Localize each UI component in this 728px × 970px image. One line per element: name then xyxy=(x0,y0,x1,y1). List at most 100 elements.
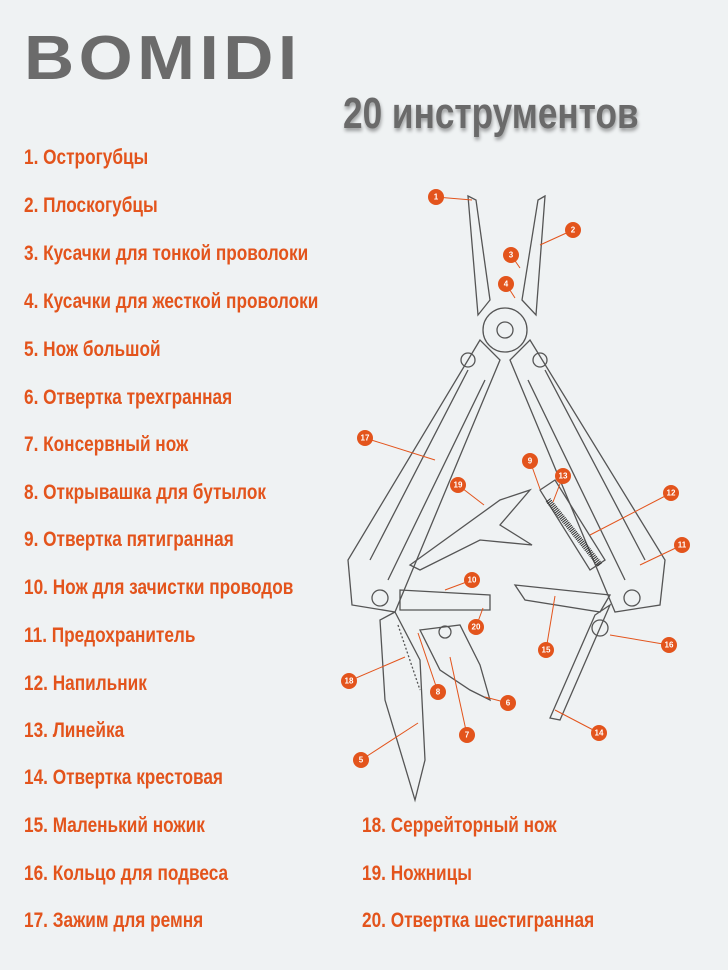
callout-badge xyxy=(353,752,369,768)
callout-18: 18 xyxy=(341,656,406,689)
callout-badge xyxy=(555,468,571,484)
tool-list-item: 15. Маленький ножик xyxy=(24,814,205,837)
page-title: 20 инструментов xyxy=(343,89,639,138)
callout-badge xyxy=(591,725,607,741)
callout-number: 12 xyxy=(667,489,676,498)
opener-tools xyxy=(419,624,492,702)
tool-list-item: 10. Нож для зачистки проводов xyxy=(24,576,294,599)
brand-logo: BOMIDI xyxy=(24,24,302,93)
leader-line xyxy=(364,437,436,461)
callout-7: 7 xyxy=(449,656,475,743)
callout-number: 3 xyxy=(509,251,514,260)
leader-line xyxy=(554,709,600,734)
scissors xyxy=(408,488,533,571)
callout-19: 19 xyxy=(450,477,485,506)
leader-line xyxy=(545,595,556,651)
tool-list-item: 19. Ножницы xyxy=(362,862,472,885)
tool-list-item: 12. Напильник xyxy=(24,672,147,695)
tool-list-item: 16. Кольцо для подвеса xyxy=(24,862,229,885)
big-knife xyxy=(379,611,426,803)
callout-number: 9 xyxy=(528,457,533,466)
callout-badge xyxy=(565,222,581,238)
callout-14: 14 xyxy=(554,709,607,741)
callout-11: 11 xyxy=(639,537,690,566)
callout-badge xyxy=(357,430,373,446)
callout-15: 15 xyxy=(538,595,556,658)
tool-list-item: 18. Серрейторный нож xyxy=(362,814,557,837)
callout-17: 17 xyxy=(357,430,436,461)
small-knife xyxy=(513,584,612,613)
tool-list-item: 13. Линейка xyxy=(24,719,125,742)
callout-number: 6 xyxy=(506,699,511,708)
tool-list-item: 2. Плоскогубцы xyxy=(24,194,158,217)
callout-badge xyxy=(341,673,357,689)
leader-line xyxy=(609,634,670,646)
phillips-driver xyxy=(549,603,612,721)
callout-number: 7 xyxy=(465,731,470,740)
callout-20: 20 xyxy=(468,607,484,635)
callout-number: 4 xyxy=(504,280,509,289)
callout-badge xyxy=(464,572,480,588)
callout-number: 1 xyxy=(434,193,439,202)
callout-number: 2 xyxy=(571,226,576,235)
callout-badge xyxy=(450,477,466,493)
callout-badge xyxy=(674,537,690,553)
leader-line xyxy=(360,722,419,761)
callout-number: 18 xyxy=(345,677,354,686)
tool-list-item: 8. Открывашка для бутылок xyxy=(24,481,266,504)
callout-9: 9 xyxy=(522,453,541,490)
tool-list-item: 3. Кусачки для тонкой проволоки xyxy=(24,242,309,265)
callout-number: 13 xyxy=(559,472,568,481)
callout-badge xyxy=(498,276,514,292)
callout-number: 10 xyxy=(468,576,477,585)
tool-list-item: 9. Отвертка пятигранная xyxy=(24,528,234,551)
leader-line xyxy=(348,656,406,682)
callout-badge xyxy=(500,695,516,711)
callout-badge xyxy=(428,189,444,205)
tool-list-item: 14. Отвертка крестовая xyxy=(24,766,223,789)
needle-nose-jaw-right xyxy=(521,194,546,317)
tool-list-item: 11. Предохранитель xyxy=(24,624,196,647)
callout-badge xyxy=(661,637,677,653)
callout-13: 13 xyxy=(552,468,571,503)
callout-10: 10 xyxy=(444,572,480,591)
stripper xyxy=(399,589,491,611)
tool-list-item: 4. Кусачки для жесткой проволоки xyxy=(24,290,319,313)
callout-number: 8 xyxy=(436,688,441,697)
tool-list-item: 5. Нож большой xyxy=(24,338,161,361)
callout-badge xyxy=(459,727,475,743)
handle-left xyxy=(347,338,501,613)
leader-line xyxy=(589,492,672,536)
callout-badge xyxy=(663,485,679,501)
callout-number: 5 xyxy=(359,756,364,765)
leader-line xyxy=(417,632,439,693)
multitool-drawing xyxy=(347,194,666,803)
file xyxy=(539,479,606,571)
callout-6: 6 xyxy=(484,695,516,711)
callout-number: 16 xyxy=(665,641,674,650)
callout-4: 4 xyxy=(498,276,516,299)
ring xyxy=(591,619,609,637)
tool-list-item: 17. Зажим для ремня xyxy=(24,909,204,932)
callout-number: 11 xyxy=(678,541,687,550)
tool-list-item: 6. Отвертка трехгранная xyxy=(24,386,233,409)
callout-badge xyxy=(468,619,484,635)
callout-number: 20 xyxy=(472,623,481,632)
tool-list-item: 20. Отвертка шестигранная xyxy=(362,909,595,932)
callout-3: 3 xyxy=(503,247,521,269)
callout-badge xyxy=(522,453,538,469)
callout-number: 15 xyxy=(542,646,551,655)
callout-16: 16 xyxy=(609,634,677,653)
callout-2: 2 xyxy=(539,222,581,246)
callout-1: 1 xyxy=(428,189,473,205)
needle-nose-jaw-left xyxy=(467,194,491,317)
leader-line xyxy=(449,656,468,736)
handle-right xyxy=(509,338,666,613)
callout-number: 14 xyxy=(595,729,604,738)
tool-list-item: 7. Консервный нож xyxy=(24,433,189,456)
callout-badge xyxy=(430,684,446,700)
callout-badge xyxy=(503,247,519,263)
tool-list-item: 1. Острогубцы xyxy=(24,146,149,169)
